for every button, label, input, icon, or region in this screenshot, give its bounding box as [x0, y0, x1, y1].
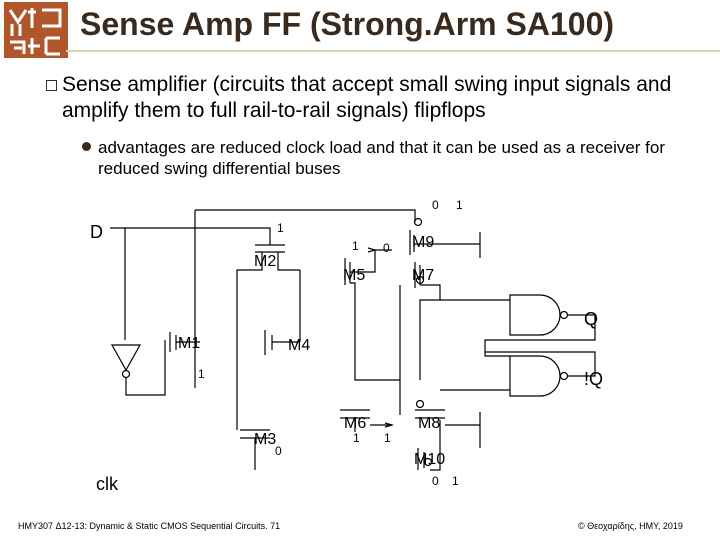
footer-copyright: © Θεοχαρίδης, HMY, 2019 [578, 521, 683, 531]
q-output-label: Q [584, 309, 598, 329]
d-input-label: D [90, 222, 103, 242]
square-bullet-icon [46, 80, 57, 91]
transistor-label: M2 [254, 253, 276, 270]
logic-value-label: 1 [277, 221, 284, 235]
transistor-label: M1 [178, 335, 200, 352]
title-divider [66, 50, 720, 52]
footer-course-info: HMY307 Δ12-13: Dynamic & Static CMOS Seq… [18, 521, 281, 531]
logic-value-label: 0 [275, 444, 282, 458]
transistor-label: M6 [344, 415, 366, 432]
slide-title: Sense Amp FF (Strong.Arm SA100) [80, 6, 615, 42]
transistor-label: M3 [254, 431, 276, 448]
logic-value-label: 0 [432, 474, 439, 488]
bullet-sub: advantages are reduced clock load and th… [98, 138, 666, 178]
logic-value-label: 1 [352, 239, 359, 253]
transistor-label: M9 [412, 234, 434, 251]
logic-value-label: 1 [353, 431, 360, 445]
logic-value-label: 1 [456, 198, 463, 212]
transistor-label: M10 [414, 451, 445, 468]
logic-value-label: 1 [198, 367, 205, 381]
transistor-label: M5 [343, 267, 365, 284]
transistor-label: M7 [412, 267, 434, 284]
logic-value-label: 1 [384, 431, 391, 445]
logic-value-label: 0 [432, 198, 439, 212]
university-logo [4, 2, 68, 58]
round-bullet-icon [82, 142, 91, 151]
logic-value-label: 0 [383, 241, 390, 255]
qbar-output-label: !Q [584, 369, 603, 389]
logic-value-label: 1 [452, 474, 459, 488]
clk-label: clk [96, 474, 119, 494]
transistor-label: M8 [418, 415, 440, 432]
transistor-label: M4 [288, 337, 310, 354]
bullet-main: Sense amplifier (circuits that accept sm… [62, 73, 672, 122]
